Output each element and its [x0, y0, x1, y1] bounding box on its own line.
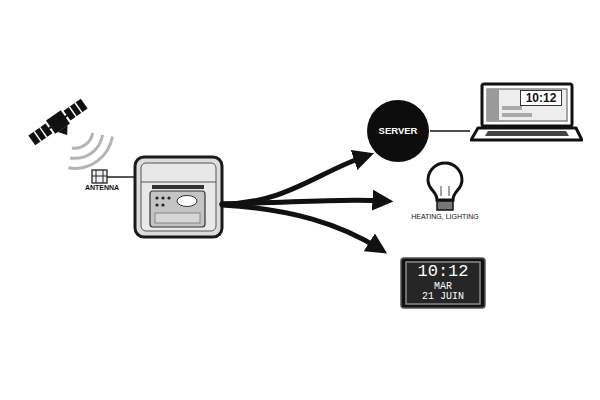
server-circle: SERVER: [366, 99, 430, 163]
satellite-icon: [27, 97, 93, 153]
node-label: ANTENNA: [76, 184, 128, 192]
antenna-node: ANTENNA: [76, 167, 128, 195]
node-label: HEATING, LIGHTING: [398, 213, 492, 221]
antenna-cable: [107, 176, 137, 178]
lamp-node: HEATING, LIGHTING: [398, 160, 492, 226]
receiver-device: [135, 157, 222, 237]
connector-line: [430, 130, 470, 132]
distribution-arrows: [222, 156, 385, 249]
node-label: 10:12: [400, 262, 486, 282]
signal-arcs: [68, 133, 112, 168]
clock-display: 10:12MAR21 JUIN: [400, 257, 486, 309]
node-label: 10:12: [520, 90, 562, 106]
laptop: 10:12: [470, 82, 583, 142]
node-label: 21 JUIN: [400, 291, 486, 303]
node-label: SERVER: [366, 125, 430, 136]
